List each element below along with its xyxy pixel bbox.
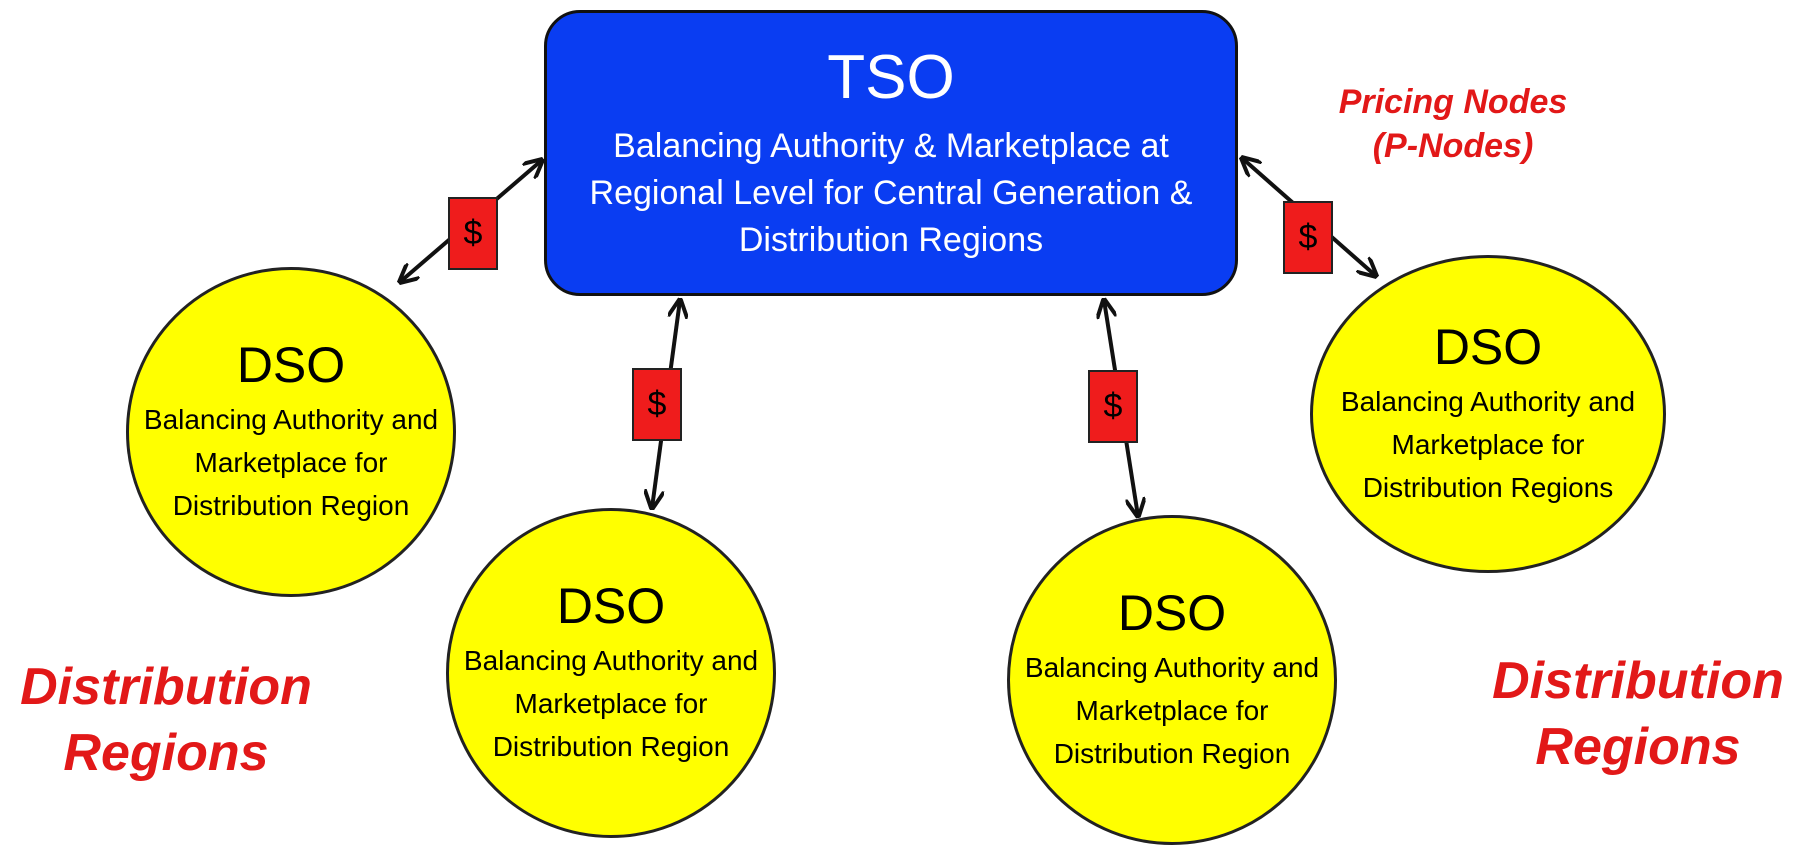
tso-description: Balancing Authority & Marketplace at Reg… [589, 127, 1193, 259]
dso-description: Balancing Authority and Marketplace for … [463, 644, 759, 762]
distribution-regions-line1: Distribution [20, 658, 312, 716]
dso-circle-center-right: DSO Balancing Authority and Marketplace … [1007, 515, 1337, 845]
pricing-nodes-label: Pricing Nodes (P-Nodes) [1303, 80, 1603, 168]
distribution-regions-label-right: Distribution Regions [1458, 648, 1807, 780]
price-box-right: $ [1283, 201, 1333, 274]
dso-circle-left: DSO Balancing Authority and Marketplace … [126, 267, 456, 597]
tso-title: TSO [827, 43, 955, 112]
distribution-regions-label-left: Distribution Regions [0, 654, 346, 786]
dso-description: Balancing Authority and Marketplace for … [143, 403, 439, 521]
price-box-center-right: $ [1088, 370, 1138, 443]
price-box-left: $ [448, 197, 498, 270]
dso-description: Balancing Authority and Marketplace for … [1340, 385, 1636, 503]
dso-circle-right: DSO Balancing Authority and Marketplace … [1310, 255, 1666, 573]
pricing-nodes-line2: (P-Nodes) [1372, 127, 1534, 165]
dso-circle-center-left: DSO Balancing Authority and Marketplace … [446, 508, 776, 838]
distribution-regions-line2: Regions [63, 724, 269, 782]
dso-title: DSO [556, 577, 666, 634]
dso-title: DSO [236, 336, 346, 393]
distribution-regions-line1: Distribution [1492, 652, 1784, 710]
dso-description: Balancing Authority and Marketplace for … [1024, 651, 1320, 769]
price-box-center-left: $ [632, 368, 682, 441]
dso-title: DSO [1433, 318, 1543, 375]
pricing-nodes-line1: Pricing Nodes [1338, 83, 1568, 121]
distribution-regions-line2: Regions [1535, 718, 1741, 776]
dso-title: DSO [1117, 584, 1227, 641]
tso-box: TSO Balancing Authority & Marketplace at… [544, 10, 1238, 296]
